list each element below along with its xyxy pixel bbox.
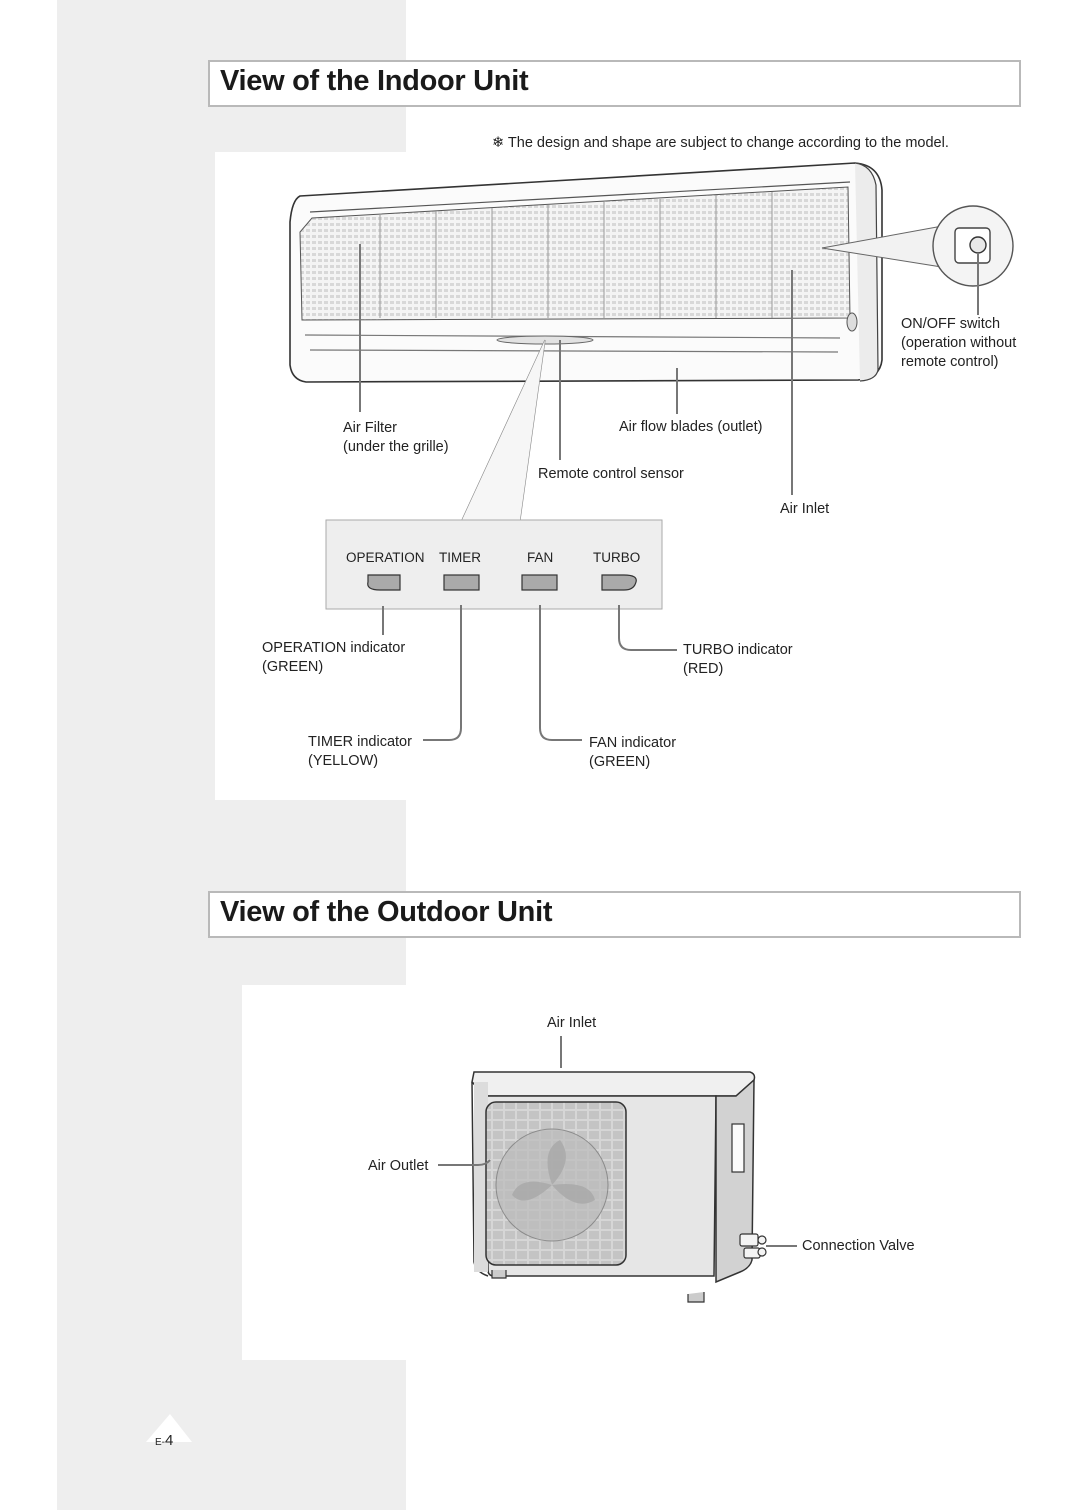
indoor-air-inlet-label: Air Inlet — [780, 501, 830, 517]
operation-indicator-label: OPERATION indicator (GREEN) — [262, 640, 406, 675]
fan-indicator-label: FAN indicator (GREEN) — [589, 735, 677, 770]
turbo-indicator-label: TURBO indicator (RED) — [683, 642, 793, 677]
on-off-switch-icon — [969, 236, 987, 254]
indoor-section-title: View of the Indoor Unit — [208, 60, 1021, 107]
air-filter-label: Air Filter (under the grille) — [343, 420, 449, 455]
operation-lamp-icon — [367, 574, 401, 591]
outdoor-section-title: View of the Outdoor Unit — [208, 891, 1021, 938]
fan-lamp-icon — [521, 574, 558, 591]
indoor-title-text: View of the Indoor Unit — [220, 65, 529, 97]
remote-sensor-label: Remote control sensor — [538, 466, 684, 482]
air-flow-blades-label: Air flow blades (outlet) — [619, 419, 763, 435]
panel-label-fan: FAN — [527, 550, 554, 565]
timer-lamp-icon — [443, 574, 480, 591]
page-number: E-4 — [155, 1432, 174, 1449]
indoor-unit-illustration — [289, 162, 1014, 741]
connection-valve-label: Connection Valve — [802, 1238, 915, 1254]
panel-label-operation: OPERATION — [346, 550, 425, 565]
timer-indicator-label: TIMER indicator (YELLOW) — [308, 734, 412, 769]
outdoor-air-inlet-label: Air Inlet — [547, 1015, 597, 1031]
panel-label-turbo: TURBO — [593, 550, 641, 565]
panel-label-timer: TIMER — [439, 550, 481, 565]
air-outlet-label: Air Outlet — [368, 1158, 429, 1174]
indicator-display-panel — [325, 519, 663, 610]
indoor-grille — [299, 186, 851, 321]
outdoor-title-text: View of the Outdoor Unit — [220, 896, 553, 928]
outdoor-panel — [242, 985, 1020, 1360]
turbo-lamp-icon — [601, 574, 637, 591]
on-off-switch-label: ON/OFF switch (operation without remote … — [901, 316, 1017, 370]
design-note: ❄ The design and shape are subject to ch… — [492, 135, 949, 151]
